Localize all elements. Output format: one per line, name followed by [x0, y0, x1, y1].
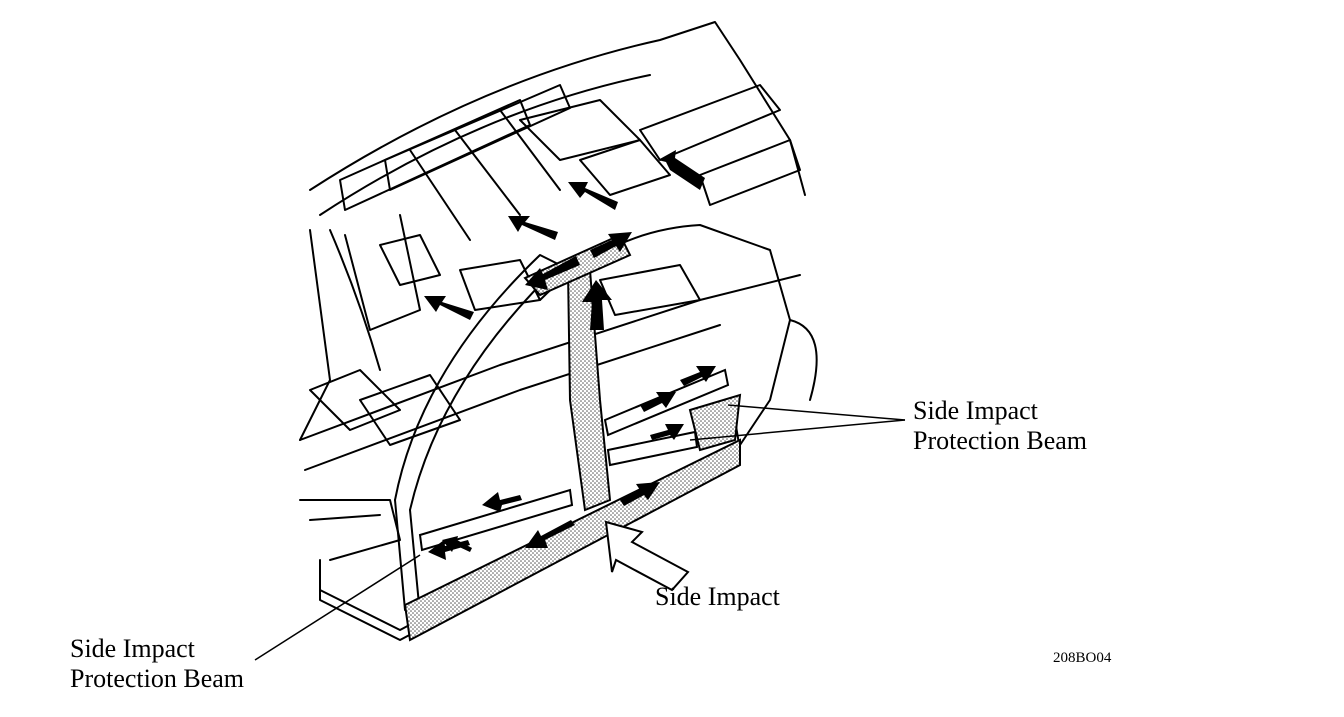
- leader-left: [254, 554, 421, 661]
- right-beam-label: Side Impact Protection Beam: [913, 396, 1087, 456]
- arrow-sill-right: [620, 482, 660, 506]
- roof-outline: [309, 21, 806, 196]
- left-beam-label-line2: Protection Beam: [70, 664, 245, 693]
- arrow-roof-3: [508, 216, 558, 240]
- sill-highlight: [403, 438, 741, 642]
- left-beam-label: Side Impact Protection Beam: [70, 634, 244, 694]
- right-beam-label-line2: Protection Beam: [913, 426, 1088, 455]
- arrow-sill-left: [525, 520, 575, 548]
- arrow-pillar-top: [582, 280, 612, 330]
- arrow-roof-1: [658, 150, 705, 190]
- a-pillar: [394, 254, 561, 511]
- arrow-roof-2: [568, 182, 618, 210]
- right-beam-label-line1: Side Impact: [913, 396, 1038, 425]
- arrow-rail-right: [590, 232, 632, 258]
- figure-code: 208BO04: [1053, 650, 1112, 666]
- left-beam-label-line1: Side Impact: [70, 634, 195, 663]
- front-door-beam: [418, 488, 574, 552]
- leader-right-upper: [727, 404, 906, 421]
- side-impact-label: Side Impact: [655, 582, 780, 611]
- arrow-roof-4: [424, 296, 474, 320]
- b-pillar-highlight: [566, 269, 612, 512]
- leader-right-lower: [689, 419, 906, 441]
- roof-bow-1: [339, 99, 531, 211]
- arrow-rail-left: [525, 256, 580, 290]
- rear-door-beam-lower: [606, 430, 699, 467]
- side-impact-arrow: [604, 520, 690, 592]
- roof-bow-2: [384, 84, 571, 191]
